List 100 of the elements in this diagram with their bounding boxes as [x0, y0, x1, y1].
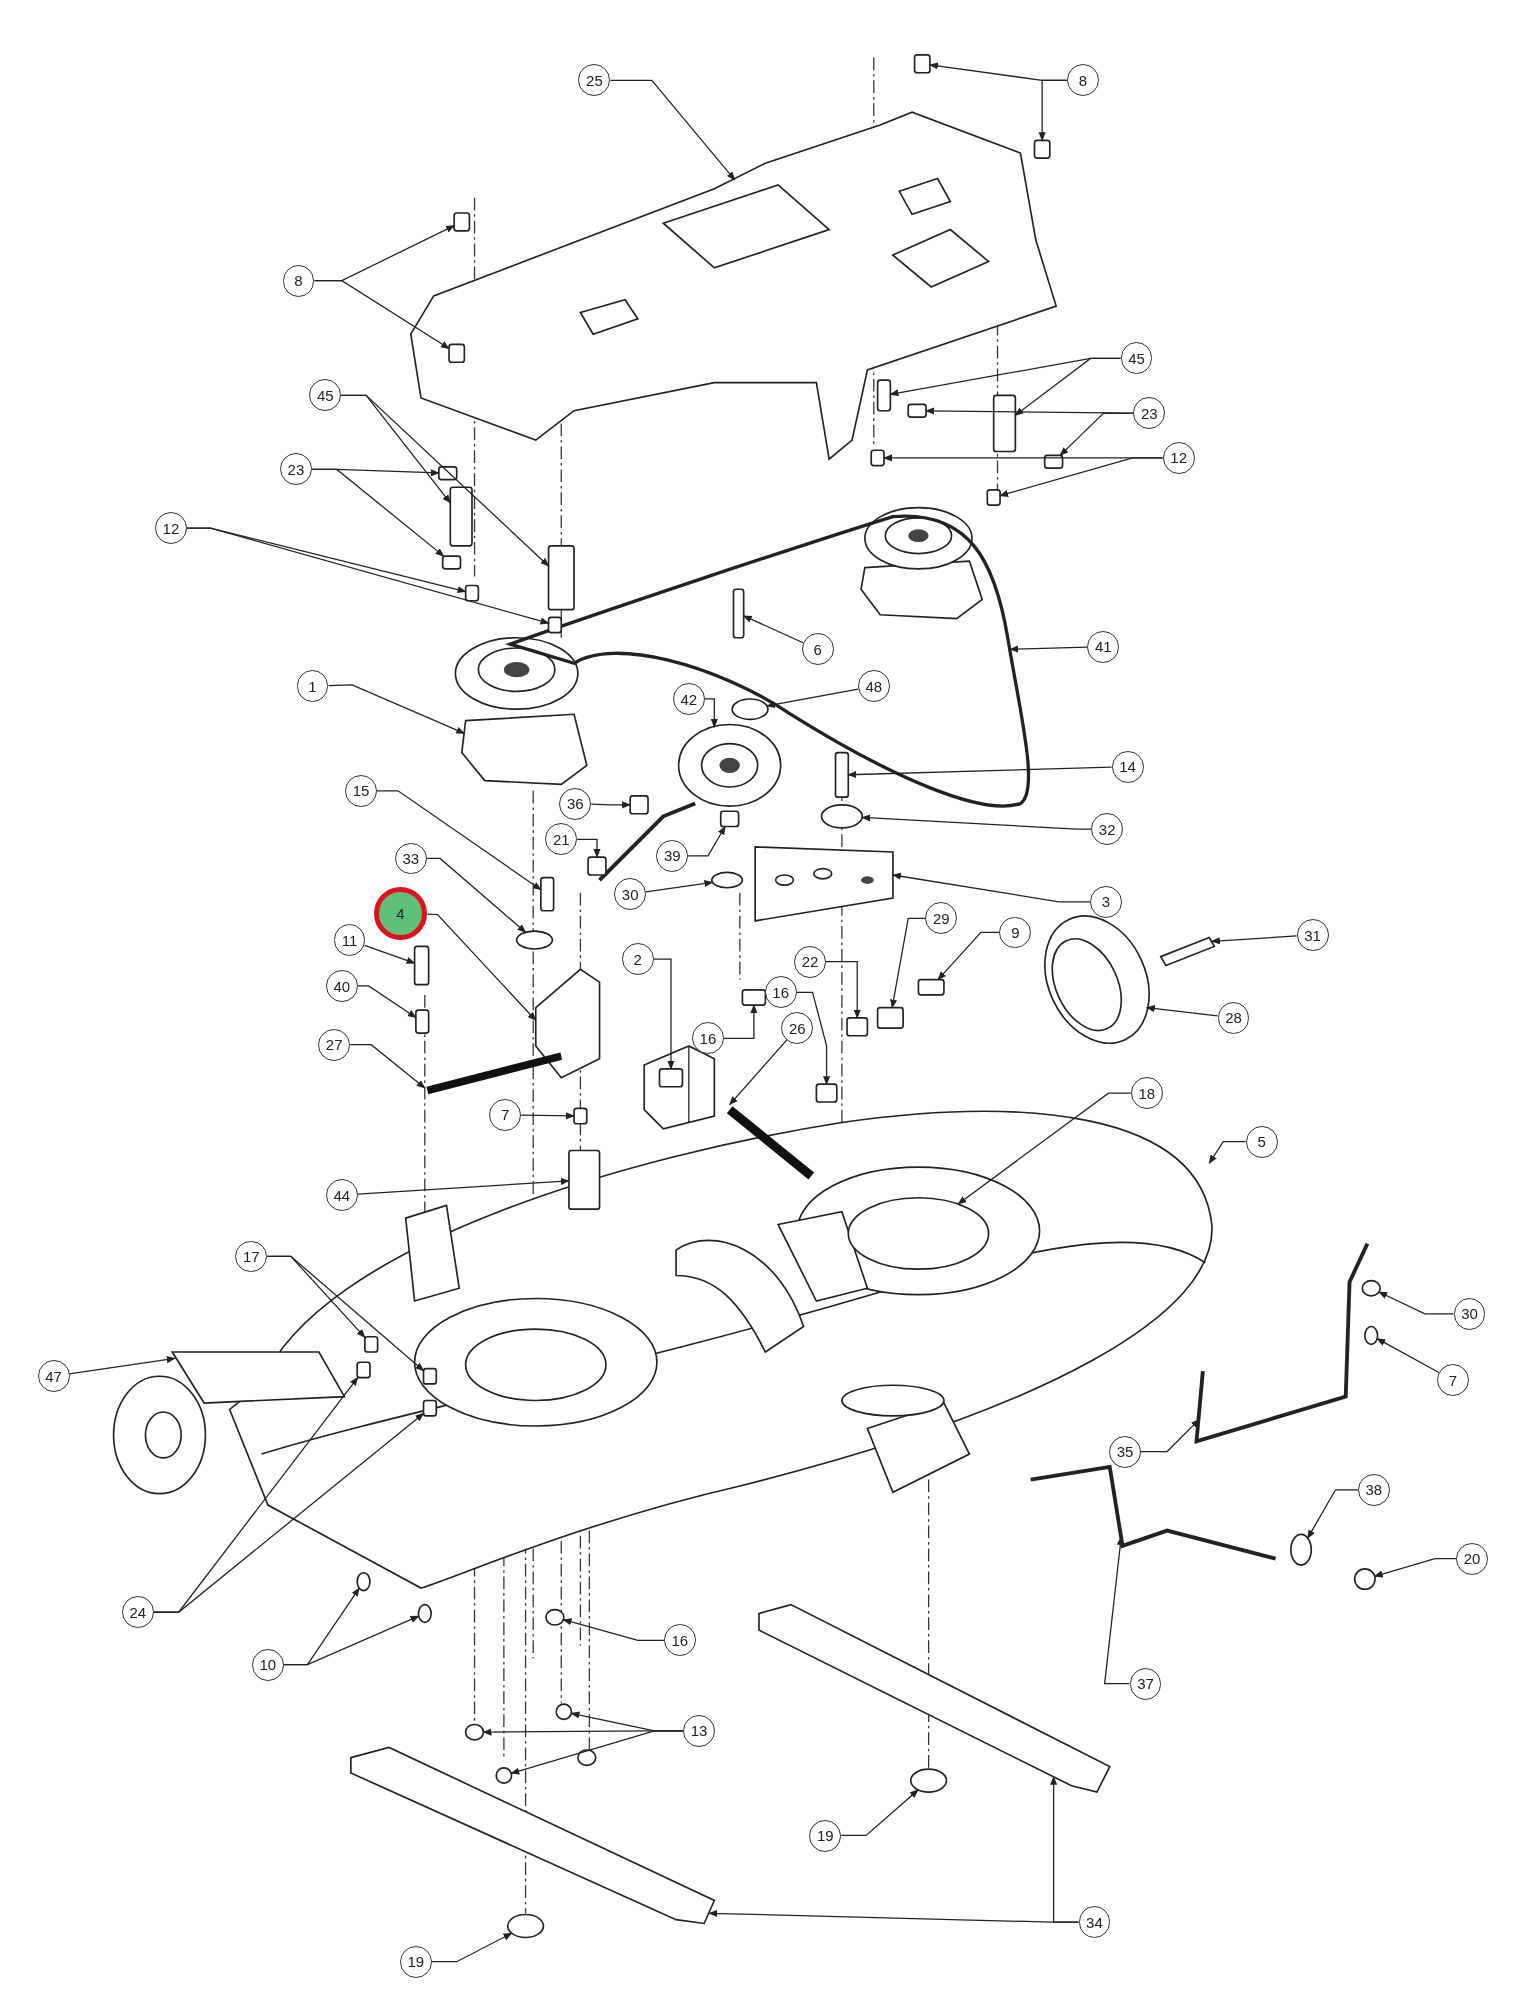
- nut: [846, 1017, 869, 1037]
- leader-line: [925, 407, 1134, 415]
- leader-line: [729, 1039, 788, 1106]
- nut: [545, 1608, 565, 1626]
- mower-deck: [228, 1110, 1213, 1589]
- blade-nut: [909, 1768, 948, 1793]
- leader-line: [742, 615, 804, 644]
- leader-line: [510, 1730, 684, 1775]
- leader-line: [609, 79, 736, 181]
- callout-number: 13: [683, 1715, 715, 1747]
- callout-number: 34: [1078, 1906, 1111, 1939]
- callout-number: 17: [235, 1240, 268, 1273]
- bolt: [356, 1571, 371, 1592]
- shoulder-bolt: [1159, 936, 1216, 967]
- nut: [441, 555, 462, 570]
- callout-number: 23: [1133, 397, 1166, 430]
- callout-number: 44: [325, 1179, 358, 1212]
- lift-rod: [1194, 1242, 1370, 1444]
- callout-number: 35: [1109, 1435, 1141, 1468]
- idler-plate: [754, 846, 894, 922]
- bolt: [917, 978, 945, 996]
- callout-number: 26: [781, 1012, 814, 1045]
- screw: [464, 584, 480, 602]
- blade-nut: [506, 1913, 545, 1939]
- screw: [913, 54, 931, 74]
- bracket: [449, 486, 473, 547]
- callout-number: 27: [318, 1028, 351, 1061]
- leader-line: [723, 1004, 758, 1039]
- callout-number: 5: [1245, 1125, 1278, 1158]
- nut: [573, 1107, 588, 1125]
- leader-line: [704, 698, 718, 728]
- leader-line: [890, 917, 927, 1009]
- screw: [547, 616, 563, 634]
- nut: [1353, 1568, 1376, 1591]
- leader-line: [1145, 1005, 1219, 1017]
- callout-number: 16: [692, 1022, 724, 1055]
- callout-number: 28: [1217, 1002, 1250, 1034]
- wheel: [112, 1375, 207, 1495]
- leader-line: [892, 872, 1091, 903]
- bracket: [547, 545, 575, 611]
- leader-line: [1009, 645, 1089, 653]
- callout-number: 41: [1087, 630, 1120, 663]
- blade: [350, 1746, 716, 1925]
- callout-number: 3: [1090, 885, 1122, 918]
- callout-number: 15: [345, 774, 377, 807]
- leader-line: [1059, 412, 1134, 456]
- leader-line: [766, 688, 859, 709]
- callout-number: 47: [37, 1360, 70, 1393]
- callout-number: 32: [1091, 813, 1124, 846]
- leader-line: [311, 468, 445, 557]
- callout-number: 42: [672, 683, 705, 715]
- leader-line: [576, 838, 601, 859]
- clip: [741, 988, 767, 1006]
- callout-number: 29: [925, 902, 958, 935]
- callout-number: 19: [809, 1819, 842, 1852]
- screw: [1033, 139, 1051, 159]
- spindle-pulley: [860, 506, 984, 620]
- leader-line: [1208, 1140, 1247, 1164]
- leader-line: [795, 991, 831, 1086]
- leader-line: [186, 527, 550, 625]
- bracket: [534, 968, 601, 1079]
- callout-number: 8: [282, 264, 315, 297]
- belt-cover: [409, 111, 1058, 461]
- callout-number: 12: [1162, 442, 1195, 474]
- bolt: [540, 876, 555, 912]
- callout-number: 21: [545, 823, 578, 856]
- highlighted-callout-number: 4: [373, 886, 428, 941]
- leader-line: [283, 1615, 420, 1666]
- leader-line: [840, 1789, 919, 1837]
- leader-line: [313, 279, 450, 350]
- callout-number: 30: [1453, 1297, 1486, 1330]
- leader-line: [376, 790, 542, 891]
- bushing: [415, 1009, 430, 1034]
- callout-number: 25: [578, 64, 611, 97]
- callout-number: 45: [1120, 342, 1153, 375]
- bolt: [417, 1603, 432, 1624]
- leader-line: [1038, 79, 1068, 142]
- leader-line: [1307, 1489, 1359, 1539]
- callout-number: 11: [333, 924, 366, 957]
- washer: [731, 698, 769, 721]
- leader-line: [327, 684, 466, 735]
- bracket: [876, 379, 892, 412]
- callout-number: 1: [296, 670, 329, 703]
- washer: [1290, 1533, 1313, 1566]
- leader-line: [1140, 1419, 1200, 1453]
- gauge-wheel: [1044, 915, 1150, 1044]
- bolt: [413, 945, 430, 986]
- callout-number: 30: [614, 878, 647, 911]
- bolt: [464, 1723, 485, 1741]
- bolt: [555, 1703, 573, 1721]
- leader-line: [349, 1044, 426, 1089]
- leader-line: [426, 913, 537, 1022]
- callout-number: 14: [1111, 750, 1144, 783]
- callout-number: 9: [999, 916, 1032, 949]
- leader-line: [1378, 1291, 1455, 1315]
- leader-line: [957, 1092, 1132, 1205]
- callout-number: 12: [155, 512, 187, 544]
- leader-line: [266, 1255, 425, 1372]
- leader-line: [645, 879, 714, 893]
- leader-line: [590, 801, 632, 809]
